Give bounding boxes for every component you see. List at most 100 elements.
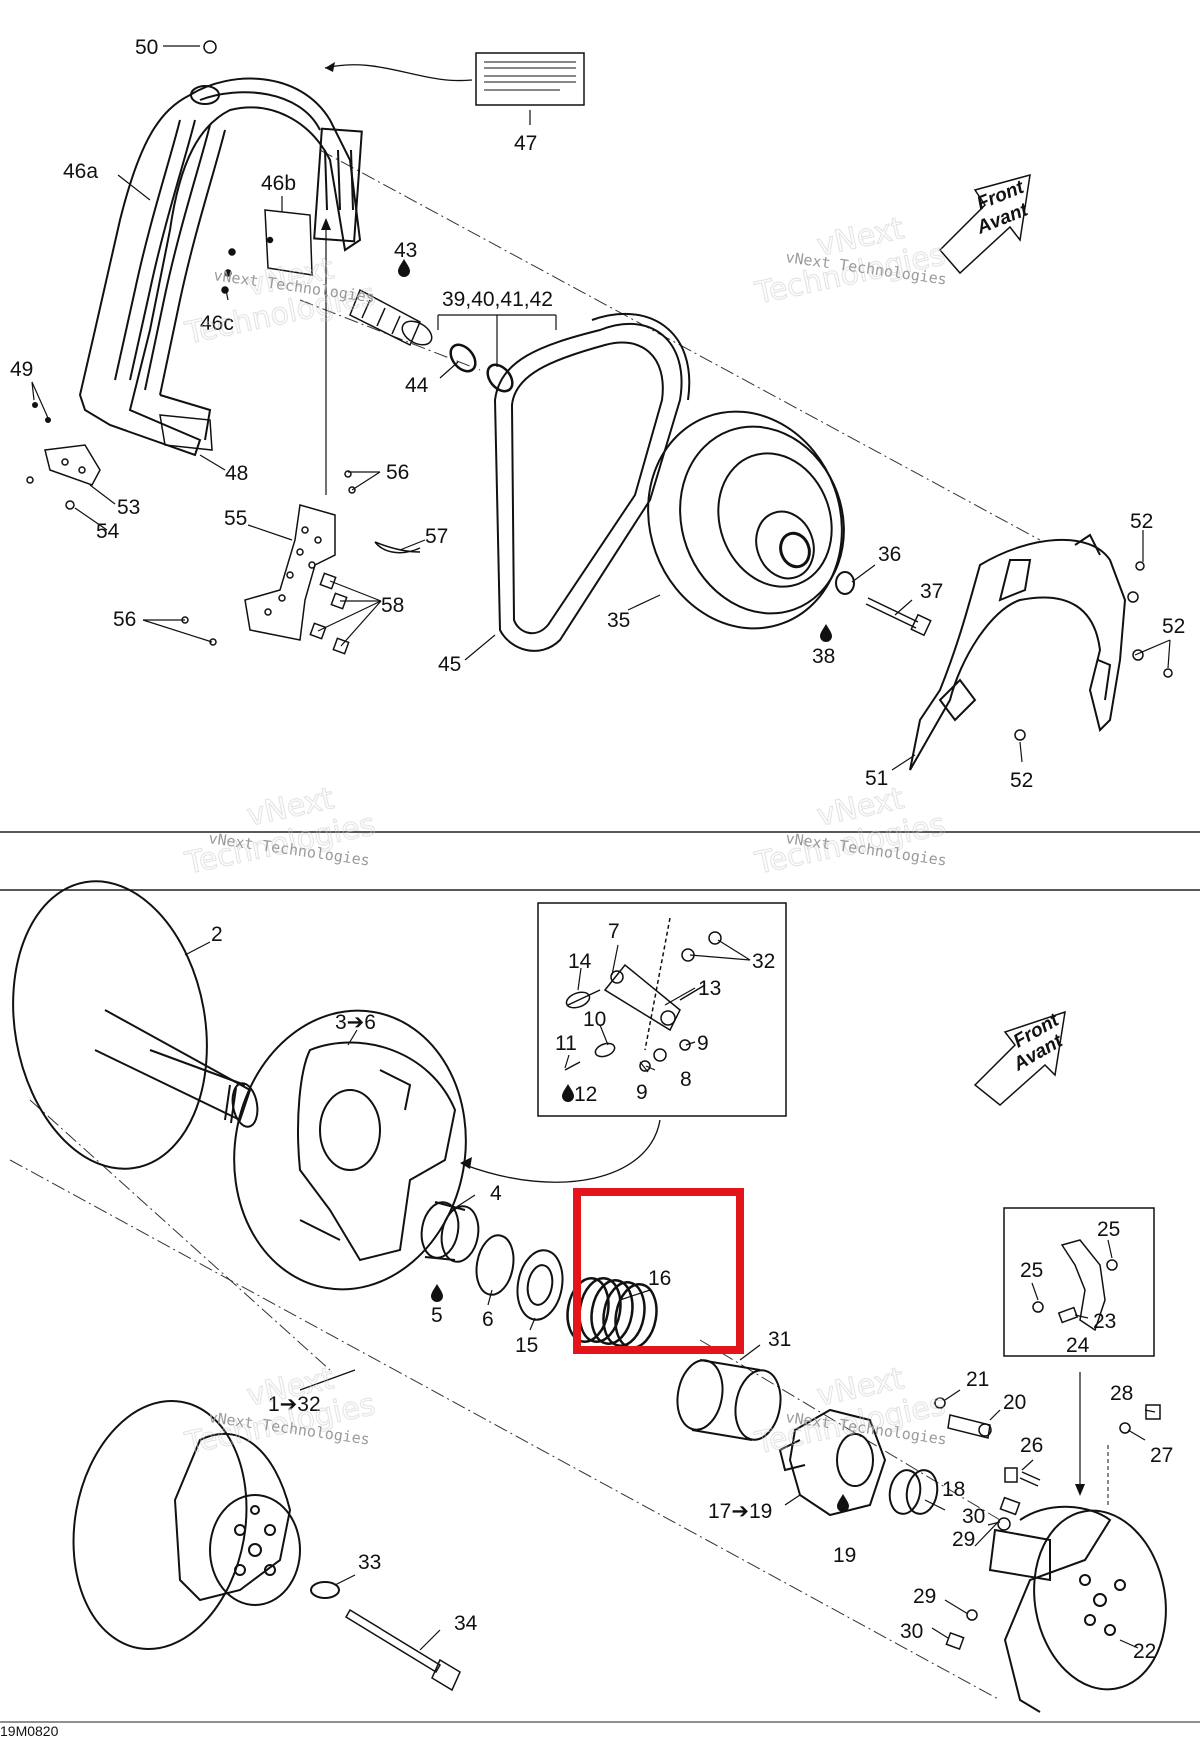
bushing-4	[420, 1201, 480, 1263]
callout-39-42: 39,40,41,42	[442, 288, 553, 311]
cam-assembly-parts	[1032, 1239, 1118, 1332]
callout-46c: 46c	[200, 312, 234, 335]
front-direction-arrow-icon-bottom: Front Avant	[973, 1010, 1067, 1106]
fastener-50	[203, 40, 217, 54]
callout-46b: 46b	[261, 172, 296, 195]
callout-53: 53	[117, 496, 140, 519]
nuts-58	[309, 572, 350, 655]
callout-50: 50	[135, 36, 158, 59]
callout-8: 8	[680, 1068, 692, 1091]
washer-36	[835, 571, 855, 595]
callout-29-b: 29	[913, 1585, 936, 1608]
callout-14: 14	[568, 950, 592, 973]
callout-9-b: 9	[636, 1081, 648, 1104]
callout-46a: 46a	[63, 160, 98, 183]
callout-5: 5	[431, 1304, 443, 1327]
callout-30-a: 30	[962, 1505, 985, 1528]
callout-43: 43	[394, 239, 417, 262]
callout-11: 11	[555, 1032, 577, 1055]
callout-3-6: 3➔6	[335, 1011, 376, 1034]
callout-52-a: 52	[1130, 510, 1153, 533]
callout-56-bottom: 56	[113, 608, 136, 631]
cover-22	[988, 1505, 1167, 1713]
plate-46b	[221, 209, 313, 294]
spring-seat-15	[516, 1249, 564, 1321]
bracket-53	[44, 444, 101, 486]
callout-7: 7	[608, 920, 620, 943]
callout-10: 10	[583, 1008, 606, 1031]
callout-15: 15	[515, 1334, 538, 1357]
driven-pulley-35	[647, 410, 845, 630]
callout-36: 36	[878, 543, 901, 566]
callout-4: 4	[490, 1182, 502, 1205]
fixed-sheave-2	[12, 880, 259, 1170]
callout-33: 33	[358, 1551, 381, 1574]
callout-23: 23	[1093, 1310, 1116, 1333]
movable-sheave-3-6	[233, 1009, 467, 1291]
callout-49: 49	[10, 358, 33, 381]
callout-18: 18	[942, 1478, 965, 1501]
callout-55: 55	[224, 507, 247, 530]
callout-12: 12	[574, 1083, 597, 1106]
callout-37: 37	[920, 580, 943, 603]
callout-45: 45	[438, 653, 461, 676]
ring-44	[449, 343, 477, 373]
fasteners-52	[1014, 561, 1173, 741]
callout-28: 28	[1110, 1382, 1133, 1405]
washer-33	[310, 1581, 340, 1599]
shaft-43	[349, 288, 433, 347]
figure-code: 19M0820	[0, 1723, 59, 1738]
callout-2: 2	[211, 923, 223, 946]
inset-cam-assembly	[1003, 1207, 1155, 1357]
front-direction-arrow-icon: Front Avant	[938, 173, 1031, 275]
callout-6: 6	[482, 1308, 494, 1331]
bolt-34	[344, 1608, 461, 1692]
pulley-guard-51	[909, 533, 1127, 771]
highlight-box-part-16	[573, 1188, 744, 1354]
callout-17-19: 17➔19	[708, 1500, 772, 1523]
callout-20: 20	[1003, 1391, 1026, 1414]
callout-9-a: 9	[697, 1032, 709, 1055]
small-parts-26-30	[945, 1404, 1161, 1650]
callout-58: 58	[381, 594, 404, 617]
retaining-ring-6	[475, 1234, 515, 1296]
assembly-line-bottom	[9, 1159, 1001, 1701]
callout-22: 22	[1133, 1640, 1156, 1663]
callout-35: 35	[607, 609, 630, 632]
callout-27: 27	[1150, 1444, 1173, 1467]
drive-belt-45	[493, 312, 691, 652]
bolt-37	[865, 597, 932, 637]
bolt-20	[947, 1414, 992, 1439]
bushing-18	[888, 1469, 939, 1515]
callout-52-b: 52	[1162, 615, 1185, 638]
assembled-pulley-1-32	[72, 1400, 301, 1650]
clip-57	[374, 541, 421, 554]
callout-48: 48	[225, 462, 248, 485]
callout-44: 44	[405, 374, 429, 397]
belt-guard-46a	[78, 77, 363, 457]
sleeve-31	[676, 1359, 782, 1441]
support-bracket-55	[244, 504, 336, 641]
warning-label-47	[475, 52, 585, 106]
callout-25-b: 25	[1020, 1259, 1043, 1282]
callout-1-32: 1➔32	[268, 1393, 321, 1416]
callout-26: 26	[1020, 1434, 1043, 1457]
callout-38: 38	[812, 645, 835, 668]
callout-19: 19	[833, 1544, 856, 1567]
callout-32-inset: 32	[752, 950, 775, 973]
lever-assembly-parts	[564, 917, 722, 1072]
callout-24: 24	[1066, 1334, 1090, 1357]
inset-lever-assembly	[537, 902, 787, 1117]
callout-56-top: 56	[386, 461, 409, 484]
leader-lines-bottom	[184, 939, 1156, 1651]
callout-25-a: 25	[1097, 1218, 1120, 1241]
callout-30-b: 30	[900, 1620, 923, 1643]
callout-47: 47	[514, 132, 537, 155]
callout-34: 34	[454, 1612, 478, 1635]
callout-57: 57	[425, 525, 448, 548]
callout-51: 51	[865, 767, 888, 790]
callout-21: 21	[966, 1368, 989, 1391]
callout-54: 54	[96, 520, 120, 543]
bracket-48	[159, 414, 213, 451]
